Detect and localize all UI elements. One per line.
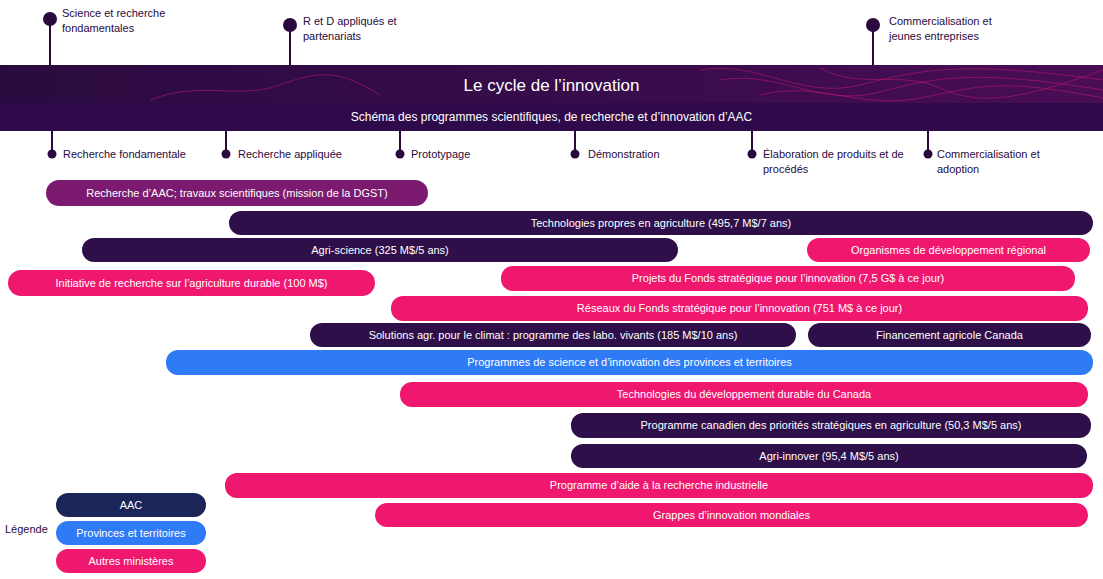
legend-swatch: Provinces et territoires: [56, 521, 206, 545]
timeline-label: Science et recherche fondamentales: [62, 6, 180, 36]
program-bar: Initiative de recherche sur l’agricultur…: [8, 270, 375, 296]
stage-label: Recherche appliquée: [238, 147, 342, 162]
program-name: Technologies du développement durable du…: [617, 388, 871, 401]
program-bar: Technologies propres en agriculture (495…: [229, 211, 1093, 235]
legend-swatch: Autres ministères: [56, 549, 206, 573]
program-bar: Agri-innover (95,4 M$/5 ans): [571, 444, 1087, 468]
program-name: Programme canadien des priorités stratég…: [641, 419, 1022, 432]
program-bar: Programme canadien des priorités stratég…: [571, 413, 1091, 438]
program-bar: Recherche d’AAC; travaux scientifiques (…: [46, 180, 428, 206]
diagram-title: Le cycle de l’innovation: [0, 75, 1103, 97]
stage-label: Recherche fondamentale: [63, 147, 186, 162]
stage-label: Démonstration: [588, 147, 660, 162]
program-name: Projets du Fonds stratégique pour l’inno…: [632, 272, 944, 285]
subtitle-band: Schéma des programmes scientifiques, de …: [0, 103, 1103, 131]
program-name: Réseaux du Fonds stratégique pour l’inno…: [577, 302, 902, 315]
stage-label: Commercialisation et adoption: [937, 147, 1057, 177]
legend-text: Autres ministères: [89, 555, 174, 567]
subtitle-text: Schéma des programmes scientifiques, de …: [351, 111, 753, 124]
stage-label: Prototypage: [411, 147, 470, 162]
program-bar: Programmes de science et d’innovation de…: [166, 350, 1093, 375]
legend-text: AAC: [120, 499, 143, 511]
program-name: Solutions agr. pour le climat : programm…: [369, 329, 738, 342]
program-name: Agri-science (325 M$/5 ans): [311, 244, 449, 257]
program-name: Organismes de développement régional: [851, 244, 1046, 257]
timeline-label: R et D appliqués et partenariats: [303, 14, 413, 44]
timeline-label: Commercialisation et jeunes entreprises: [889, 14, 1011, 44]
program-bar: Organismes de développement régional: [807, 238, 1090, 262]
program-name: Recherche d’AAC; travaux scientifiques (…: [86, 187, 387, 200]
legend-heading: Légende: [5, 522, 48, 537]
program-name: Grappes d’innovation mondiales: [653, 509, 810, 522]
program-bar: Réseaux du Fonds stratégique pour l’inno…: [391, 296, 1088, 321]
title-banner: [0, 65, 1103, 103]
program-name: Technologies propres en agriculture (495…: [531, 217, 791, 230]
program-bar: Programme d’aide à la recherche industri…: [225, 473, 1093, 498]
program-bar: Grappes d’innovation mondiales: [375, 503, 1088, 527]
program-name: Programmes de science et d’innovation de…: [467, 356, 792, 369]
program-bar: Projets du Fonds stratégique pour l’inno…: [501, 266, 1075, 291]
program-bar: Agri-science (325 M$/5 ans): [82, 238, 678, 262]
program-bar: Solutions agr. pour le climat : programm…: [310, 323, 796, 347]
legend-text: Provinces et territoires: [76, 527, 185, 539]
program-name: Programme d’aide à la recherche industri…: [550, 479, 768, 492]
program-bar: Financement agricole Canada: [808, 323, 1091, 347]
program-name: Initiative de recherche sur l’agricultur…: [55, 277, 327, 290]
legend-swatch: AAC: [56, 493, 206, 517]
program-bar: Technologies du développement durable du…: [400, 382, 1088, 407]
program-name: Agri-innover (95,4 M$/5 ans): [759, 450, 898, 463]
stage-label: Élaboration de produits et de procédés: [763, 147, 908, 177]
program-name: Financement agricole Canada: [876, 329, 1023, 342]
